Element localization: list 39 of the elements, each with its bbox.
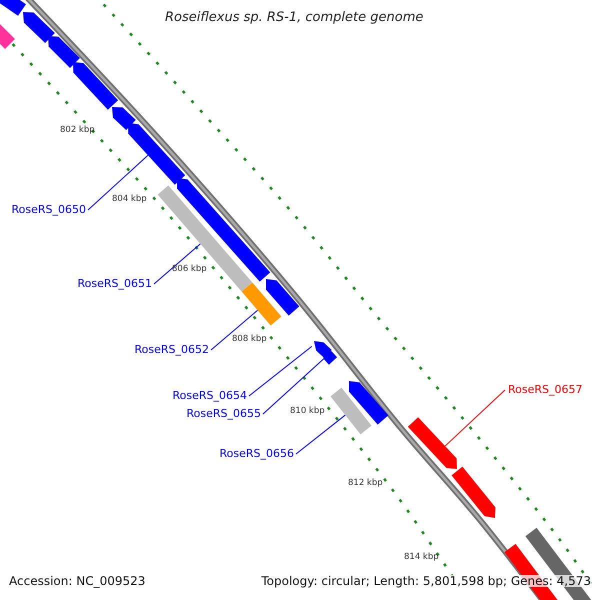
gene-label: RoseRS_0656 bbox=[220, 448, 294, 459]
gene-feature bbox=[408, 417, 457, 469]
leader-line bbox=[154, 243, 201, 284]
gene-feature bbox=[112, 107, 136, 130]
gene-feature bbox=[48, 36, 80, 68]
accession-text: Accession: NC_009523 bbox=[9, 575, 146, 587]
gene-bar bbox=[158, 185, 252, 292]
gene-feature bbox=[23, 12, 55, 44]
gene-label: RoseRS_0655 bbox=[186, 408, 261, 419]
gene-feature bbox=[323, 350, 338, 365]
gene-label: RoseRS_0652 bbox=[134, 344, 209, 355]
gene-feature bbox=[0, 0, 26, 16]
leader-line bbox=[88, 154, 148, 210]
scale-label: 812 kbp bbox=[348, 479, 383, 488]
gene-feature bbox=[128, 123, 186, 185]
gene-bar bbox=[242, 282, 282, 326]
scale-label: 802 kbp bbox=[60, 126, 95, 134]
leader-line bbox=[296, 414, 346, 454]
leader-line bbox=[262, 358, 324, 414]
scale-label: 810 kbp bbox=[290, 407, 325, 416]
scale-label: 814 kbp bbox=[404, 553, 439, 562]
gene-label: RoseRS_0657 bbox=[508, 384, 582, 395]
leader-line bbox=[444, 390, 506, 447]
gene-feature bbox=[452, 466, 496, 518]
gene-label: RoseRS_0654 bbox=[172, 390, 247, 401]
gene-label: RoseRS_0651 bbox=[78, 278, 152, 289]
gene-feature bbox=[0, 22, 15, 49]
scale-label: 806 kbp bbox=[172, 265, 207, 274]
gene-feature bbox=[73, 62, 118, 110]
leader-line bbox=[248, 346, 312, 396]
title: Roseiflexus sp. RS-1, complete genome bbox=[165, 11, 424, 24]
gene-feature bbox=[266, 279, 300, 316]
gene-bar bbox=[330, 388, 372, 434]
scale-label: 804 kbp bbox=[112, 195, 147, 204]
gene-feature bbox=[348, 381, 388, 425]
gene-label: RoseRS_0650 bbox=[12, 204, 86, 215]
genome-summary: Topology: circular; Length: 5,801,598 bp; Genes: 4,573 bbox=[261, 575, 591, 587]
leader-line bbox=[210, 310, 258, 350]
scale-label: 808 kbp bbox=[232, 335, 267, 344]
